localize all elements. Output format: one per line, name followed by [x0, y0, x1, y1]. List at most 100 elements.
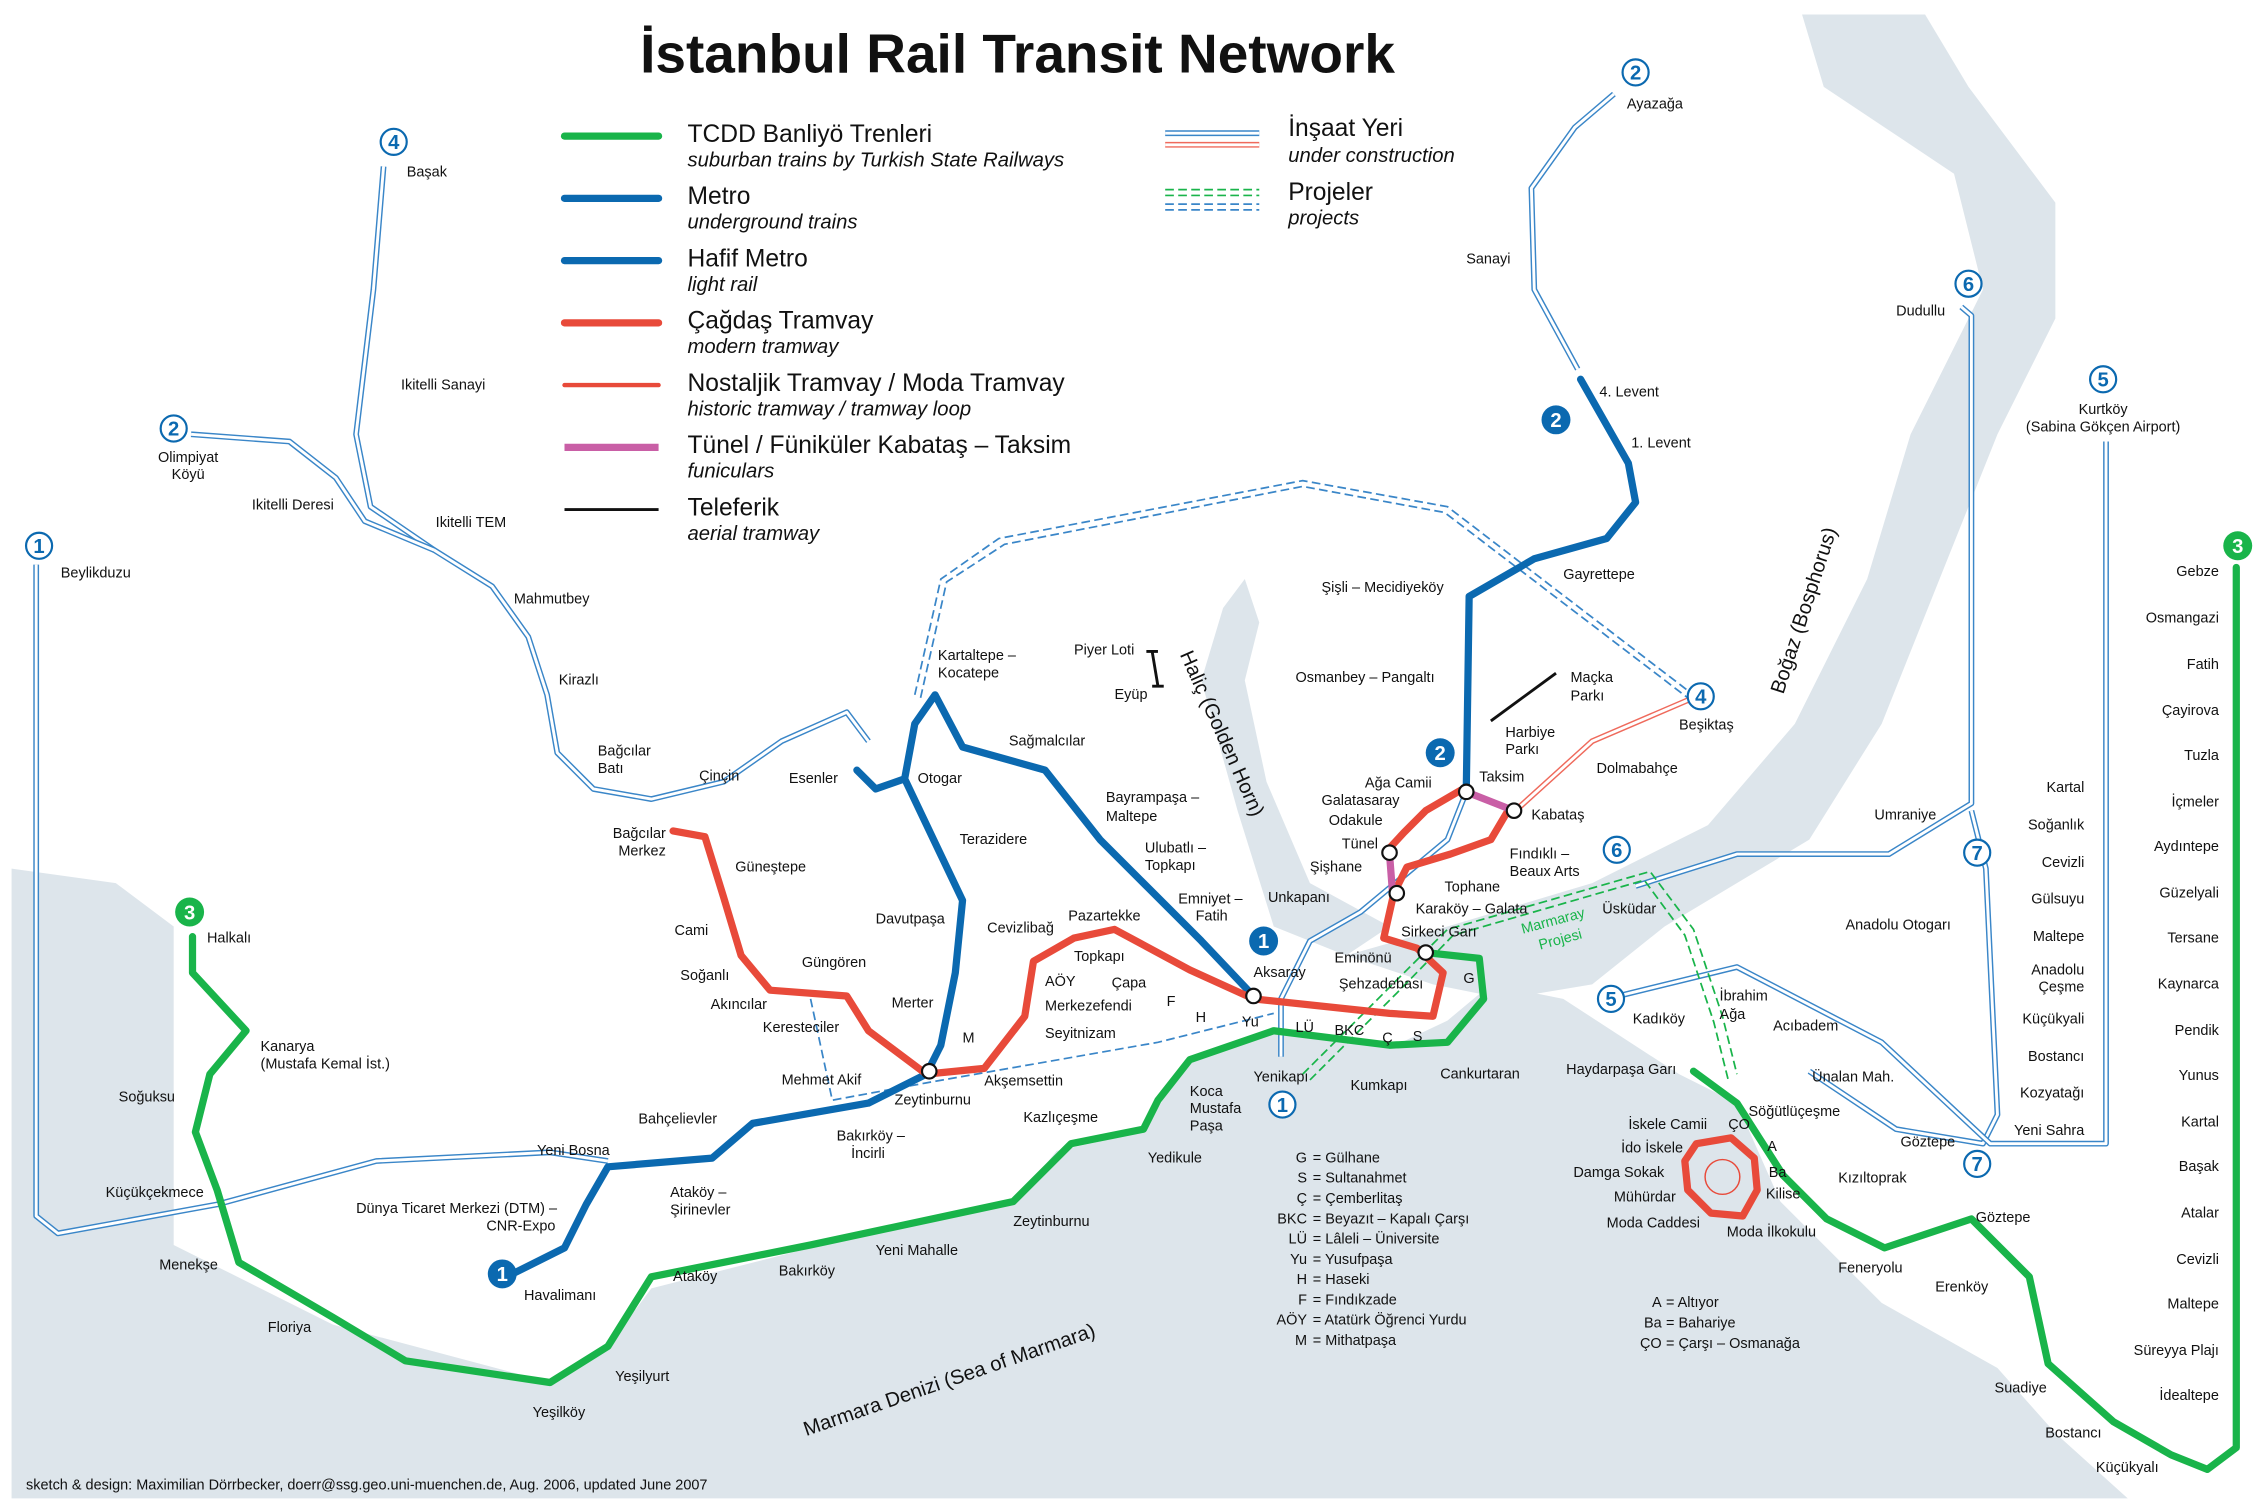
station-label: Havalimanı: [524, 1288, 596, 1304]
line-badge: 5: [1596, 984, 1626, 1013]
station-label: Kocatepe: [938, 665, 999, 681]
svg-text:6: 6: [1963, 274, 1974, 296]
station-label: Ba: [1769, 1165, 1788, 1181]
station-label: Ünalan Mah.: [1812, 1067, 1894, 1085]
station-label: Aydıntepe: [2154, 839, 2219, 855]
abbr-value: = Mithatpaşa: [1313, 1333, 1397, 1349]
line-badge: 3: [2223, 531, 2253, 561]
abbr-key: ÇO: [1640, 1336, 1662, 1352]
abbr-key: G: [1296, 1150, 1307, 1166]
station-label: G: [1463, 971, 1474, 987]
svg-text:2: 2: [1630, 63, 1641, 85]
station-label: Taksim: [1479, 770, 1524, 786]
station-label: Ikitelli Deresi: [252, 498, 334, 514]
station-label: Sanayi: [1466, 251, 1510, 267]
station-label: Fatih: [2187, 657, 2219, 673]
legend-label: Çağdaş Tramvay: [688, 308, 875, 335]
station-label: Yenikapı: [1253, 1069, 1308, 1085]
station-label: Dolmabahçe: [1597, 761, 1678, 777]
abbr-value: = Yusufpaşa: [1313, 1252, 1394, 1268]
abbr-value: = Haseki: [1313, 1272, 1370, 1288]
station-label: Moda İlkokulu: [1727, 1222, 1816, 1240]
station-label: Dünya Ticaret Merkezi (DTM) –: [356, 1201, 558, 1217]
legend-sub: funiculars: [688, 461, 775, 483]
station-label: İncirli: [851, 1144, 885, 1162]
station-label: Güneştepe: [735, 859, 806, 875]
line-badge: 1: [1249, 926, 1279, 956]
abbr-value: = Altıyor: [1666, 1295, 1719, 1311]
station-label: Tophane: [1445, 880, 1501, 896]
station-label: Güzelyali: [2159, 886, 2219, 902]
teleferik-stations: Piyer Loti Eyüp Maçka Parkı Harbiye Park…: [1074, 642, 1614, 758]
line-badge: 2: [1621, 58, 1650, 87]
legend-sub: under construction: [1288, 145, 1455, 167]
station-label: Bayrampaşa –: [1106, 790, 1200, 806]
station-label: Maçka: [1570, 670, 1614, 686]
station-label: Mustafa: [1190, 1101, 1242, 1117]
station-label: Bakırköy: [779, 1263, 836, 1279]
station-label: Feneryolu: [1838, 1260, 1902, 1276]
abbr-key: F: [1298, 1292, 1307, 1308]
station-label: Çinçin: [699, 768, 739, 784]
station-label: Esenler: [789, 771, 838, 787]
station-label: Cami: [675, 923, 709, 939]
svg-text:6: 6: [1611, 840, 1622, 862]
sea-of-marmara: [11, 868, 2128, 1499]
station-label: Anadolu Otogarı: [1845, 917, 1950, 933]
station-label: Davutpaşa: [876, 912, 946, 928]
svg-text:2: 2: [1550, 410, 1561, 432]
station-label: Akşemsettin: [984, 1074, 1063, 1090]
station-label: Cankurtaran: [1440, 1066, 1520, 1082]
station-label: Göztepe: [1976, 1210, 2031, 1226]
moda-tram-loop: [1681, 1134, 1761, 1220]
station-label: ÇO: [1728, 1117, 1750, 1133]
abbr-key: M: [1295, 1333, 1307, 1349]
station-label: Merter: [892, 996, 934, 1012]
line-badge: 5: [2089, 365, 2118, 394]
suburban-east-stations: Haydarpaşa Garı Söğütlüçeşme Kızıltoprak…: [1566, 564, 2220, 1476]
station-label: Cevizli: [2042, 855, 2085, 871]
station-label: Ağa Camii: [1365, 776, 1432, 792]
abbr-value: = Çarşı – Osmanağa: [1666, 1336, 1801, 1352]
station-label: Soğanlık: [2028, 818, 2085, 834]
station-label: Parkı: [1505, 742, 1539, 758]
station-label: Söğütlüçeşme: [1749, 1104, 1841, 1120]
station-label: Cevizlibağ: [987, 920, 1054, 936]
station-label: Otogar: [918, 771, 962, 787]
line-badge: 6: [1602, 835, 1631, 864]
station-label: Olimpiyat: [158, 450, 218, 466]
abbreviation-key: G= Gülhane S= Sultanahmet Ç= Çemberlitaş…: [1276, 1150, 1800, 1351]
svg-text:5: 5: [1605, 989, 1616, 1011]
abbr-value: = Fındıkzade: [1313, 1292, 1397, 1308]
station-label: Karaköy – Galata: [1416, 901, 1529, 917]
station-label: Maltepe: [2033, 929, 2084, 945]
svg-text:7: 7: [1972, 1154, 1983, 1176]
station-label: Tersane: [2167, 930, 2218, 946]
legend-sub: projects: [1287, 207, 1359, 229]
svg-text:1: 1: [1277, 1095, 1288, 1117]
station-label: İskele Camii: [1628, 1115, 1707, 1133]
station-label: Mehmet Akif: [782, 1072, 863, 1088]
map-title: İstanbul Rail Transit Network: [640, 22, 1395, 84]
nostalgic-tram: [1383, 786, 1465, 855]
station-label: İçmeler: [2171, 792, 2219, 810]
station-label: Çeşme: [2038, 980, 2084, 996]
abbr-key: Ç: [1297, 1191, 1307, 1207]
line-badge: 2: [159, 414, 188, 443]
water-bodies: [11, 14, 2128, 1499]
station-label: H: [1196, 1010, 1206, 1026]
metro-2-stations: Ayazağa Sanayi 4. Levent 1. Levent Gayre…: [1295, 97, 1690, 786]
station-label: Menekşe: [159, 1258, 218, 1274]
station-label: Başak: [407, 165, 448, 181]
station-label: Çapa: [1112, 975, 1148, 991]
legend-label: TCDD Banliyö Trenleri: [688, 121, 933, 148]
station-label: S: [1413, 1029, 1423, 1045]
station-label: Kartal: [2181, 1114, 2219, 1130]
station-label: İbrahim: [1720, 986, 1768, 1004]
station-label: Göztepe: [1900, 1135, 1955, 1151]
svg-text:1: 1: [497, 1264, 508, 1286]
svg-text:4: 4: [1695, 687, 1707, 709]
station-label: Topkapı: [1074, 949, 1125, 965]
abbr-value: = Lâleli – Üniversite: [1313, 1230, 1440, 1248]
